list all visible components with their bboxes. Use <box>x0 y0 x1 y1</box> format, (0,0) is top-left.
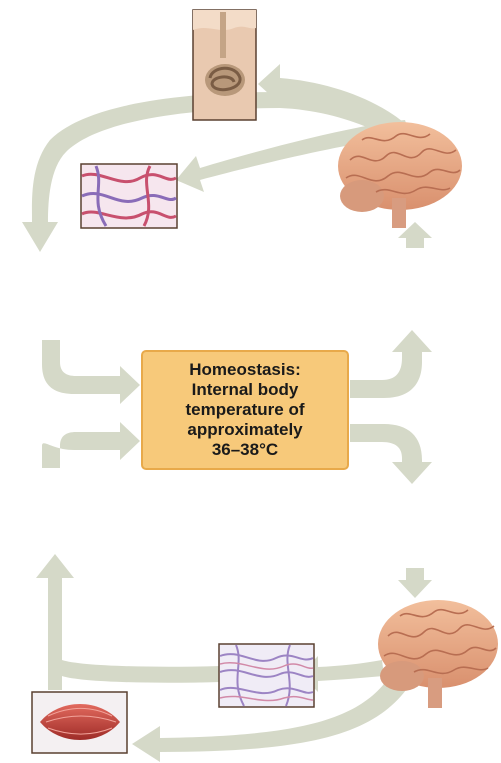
middle-left-upper-arrow <box>42 340 140 404</box>
homeostasis-line-2: Internal body <box>192 380 299 400</box>
sweat-gland-icon <box>193 10 256 120</box>
bottom-left-up-arrow <box>36 554 220 690</box>
middle-right-upper-arrow <box>350 330 432 398</box>
homeostasis-line-3: temperature of <box>185 400 304 420</box>
homeostasis-line-4: approximately <box>187 420 302 440</box>
middle-left-lower-arrow <box>42 422 140 468</box>
homeostasis-line-5: 36–38°C <box>212 440 278 460</box>
constricted-blood-vessels-icon <box>219 644 314 707</box>
homeostasis-line-1: Homeostasis: <box>189 360 300 380</box>
dilated-blood-vessels-icon <box>81 164 177 228</box>
bottom-small-down-arrow <box>398 568 432 598</box>
skeletal-muscle-icon <box>32 692 127 753</box>
middle-right-lower-arrow <box>350 424 432 484</box>
homeostasis-box: Homeostasis: Internal body temperature o… <box>141 350 349 470</box>
brain-icon <box>338 122 462 228</box>
